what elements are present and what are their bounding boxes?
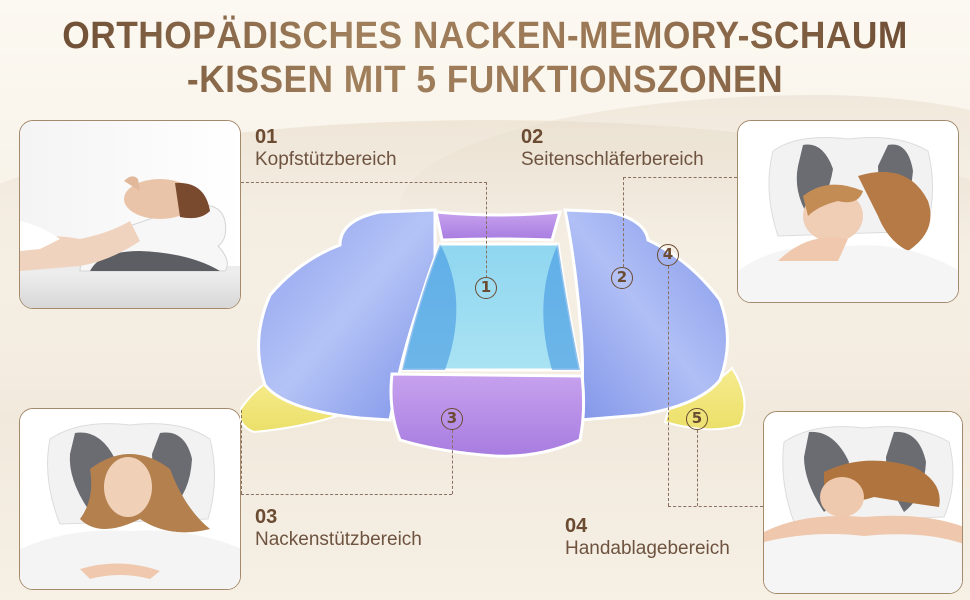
connector-02-v bbox=[623, 177, 624, 267]
marker-4: 4 bbox=[657, 244, 679, 266]
photo-2-illustration bbox=[738, 121, 958, 302]
zone-label-01: 01 Kopfstützbereich bbox=[255, 126, 397, 172]
photo-1-illustration bbox=[20, 121, 240, 308]
connector-03-edge bbox=[241, 410, 242, 494]
photo-stomach-sleeper bbox=[763, 411, 963, 594]
photo-back-sleeper-top bbox=[19, 408, 241, 590]
zone-3-neck bbox=[389, 372, 586, 458]
zone-name: Seitenschläferbereich bbox=[521, 149, 704, 170]
connector-05-v bbox=[697, 430, 698, 506]
connector-01-v bbox=[486, 182, 487, 278]
zone-number: 04 bbox=[565, 515, 588, 537]
title-line-2: -KISSEN MIT 5 FUNKTIONSZONEN bbox=[186, 59, 784, 101]
marker-1: 1 bbox=[475, 277, 497, 299]
zone-number: 03 bbox=[255, 506, 278, 528]
zone-2-left bbox=[257, 208, 437, 422]
photo-4-illustration bbox=[764, 412, 962, 593]
photo-3-illustration bbox=[20, 409, 240, 589]
connector-01-h bbox=[241, 182, 487, 183]
title-line-1: ORTHOPÄDISCHES NACKEN-MEMORY-SCHAUM bbox=[62, 15, 908, 57]
pillow-zone-diagram bbox=[240, 208, 746, 458]
photo-back-sleeper-side bbox=[19, 120, 241, 309]
connector-03-v bbox=[452, 430, 453, 494]
marker-5: 5 bbox=[686, 408, 708, 430]
photo-side-sleeper bbox=[737, 120, 959, 303]
zone-2-right bbox=[563, 208, 729, 422]
zone-label-02: 02 Seitenschläferbereich bbox=[521, 126, 704, 172]
zone-label-04: 04 Handablagebereich bbox=[565, 515, 730, 561]
zone-1-top bbox=[434, 210, 563, 242]
marker-3: 3 bbox=[441, 408, 463, 430]
zone-name: Handablagebereich bbox=[565, 538, 730, 559]
connector-04-h bbox=[668, 506, 763, 507]
zone-number: 02 bbox=[521, 126, 544, 148]
marker-2: 2 bbox=[611, 267, 633, 289]
page-title: ORTHOPÄDISCHES NACKEN-MEMORY-SCHAUM -KIS… bbox=[34, 14, 936, 102]
connector-04-v bbox=[668, 266, 669, 506]
zone-number: 01 bbox=[255, 126, 278, 148]
zone-name: Nackenstützbereich bbox=[255, 529, 422, 550]
connector-03-h bbox=[241, 494, 452, 495]
zone-name: Kopfstützbereich bbox=[255, 149, 397, 170]
zone-label-03: 03 Nackenstützbereich bbox=[255, 506, 422, 552]
connector-02-h bbox=[623, 177, 737, 178]
